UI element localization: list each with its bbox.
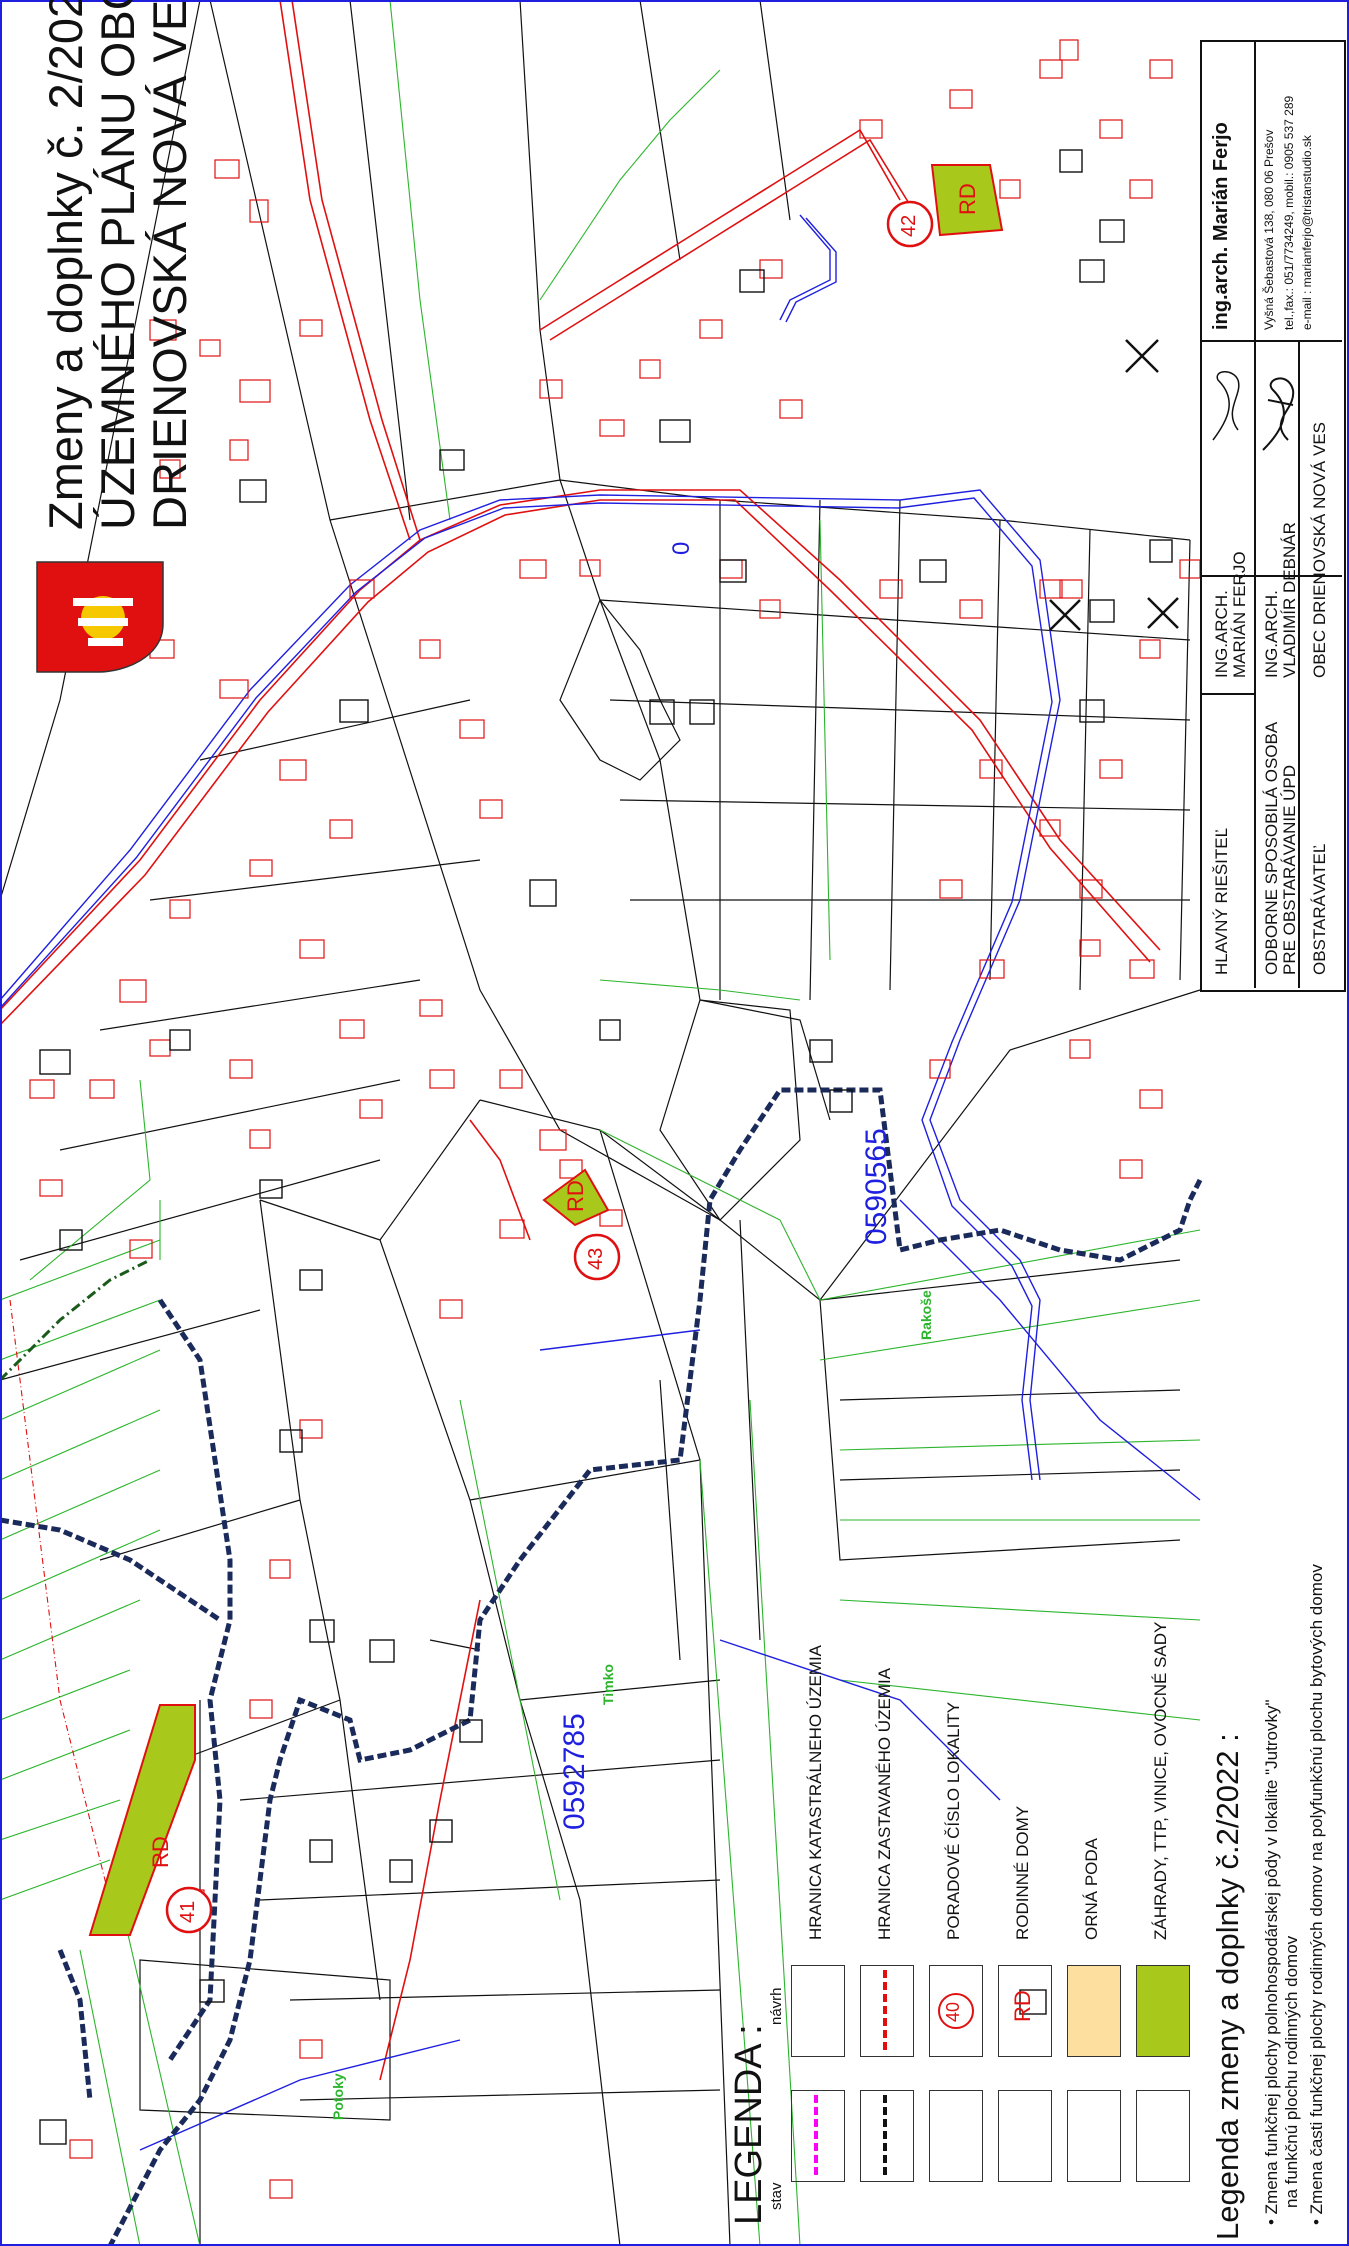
map-title-line3: DRIENOVSKÁ NOVÁ VES xyxy=(143,0,196,530)
architect-address: Vyšná Šebastová 138, 080 06 Prešov xyxy=(1262,129,1276,330)
legend-box-rd-stav xyxy=(998,2090,1052,2182)
legend-box-number-navrh xyxy=(929,1965,983,2057)
title-block-divider-2 xyxy=(1298,342,1300,988)
title-block-divider-h1 xyxy=(1200,340,1342,342)
cadastral-code-2: 0590565 xyxy=(860,1128,893,1245)
title-block xyxy=(1200,40,1346,992)
legend-label-rd: RODINNÉ DOMY xyxy=(1013,1805,1032,1940)
zero-marker: 0 xyxy=(668,541,695,555)
locality-number-41: 41 xyxy=(177,1900,199,1923)
locality-number-43: 43 xyxy=(585,1247,607,1270)
title-block-divider-h3 xyxy=(1200,693,1255,695)
legend-col-navrh: návrh xyxy=(768,1987,785,2025)
changes-title: Legenda zmeny a doplnky č.2/2022 : xyxy=(1210,1733,1245,2240)
legend-label-builtup: HRANICA ZASTAVANÉHO ÚZEMIA xyxy=(875,1667,894,1940)
role-qualified-person-2: PRE OBSTARÁVANIE ÚPD xyxy=(1280,764,1299,975)
title-block-divider-h2 xyxy=(1200,575,1255,577)
legend-box-cadastral-stav xyxy=(791,2090,845,2182)
legend-col-stav: stav xyxy=(768,2182,785,2210)
map-title-line1: Zmeny a doplnky č. 2/2022 xyxy=(39,0,92,530)
cadastral-code-1: 0592785 xyxy=(558,1713,591,1830)
role-main-designer: HLAVNÝ RIEŠITEĽ xyxy=(1212,827,1231,975)
role-procurer: OBSTARÁVATEĽ xyxy=(1310,843,1329,975)
qualified-person-name: VLADIMÍR DEBNÁR xyxy=(1280,522,1299,678)
legend-symbol-number: 40 xyxy=(943,2001,963,2022)
legend-box-number-stav xyxy=(929,2090,983,2182)
legend-label-cadastral: HRANICA KATASTRÁLNEHO ÚZEMIA xyxy=(806,1644,825,1940)
parcel-lines xyxy=(0,0,1201,2246)
road-lines xyxy=(0,0,1161,2081)
legend-box-rd-navrh xyxy=(998,1965,1052,2057)
signature-2 xyxy=(1262,377,1295,451)
legend-box-builtup-navrh xyxy=(860,1965,914,2057)
dev-area-43 xyxy=(542,1168,610,1227)
place-potoky: Potoky xyxy=(330,2073,346,2120)
dev-area-41 xyxy=(88,1704,196,1936)
qualified-person-title: ING.ARCH. xyxy=(1262,590,1281,678)
buildings xyxy=(29,39,1201,2199)
legend-box-garden-stav xyxy=(1136,2090,1190,2182)
legend-box-garden-navrh xyxy=(1136,1965,1190,2057)
change-bullet-1-line2: na funkčnú plochu rodinných domov xyxy=(1282,1935,1301,2208)
procurer-name: OBEC DRIENOVSKÁ NOVÁ VES xyxy=(1310,421,1329,678)
municipal-crest xyxy=(36,561,164,673)
green-dash-boundary xyxy=(0,1258,151,1382)
main-designer-name: MARIÁN FERJO xyxy=(1230,551,1249,678)
change-bullet-2: • Zmena časti funkčnej plochy rodinných … xyxy=(1307,1564,1326,2225)
legend-label-number: PORADOVÉ ČÍSLO LOKALITY xyxy=(944,1701,963,1940)
place-rakose: Rakoše xyxy=(918,1290,934,1340)
main-designer-title: ING.ARCH. xyxy=(1212,590,1231,678)
legend-box-arable-stav xyxy=(1067,2090,1121,2182)
legend-label-garden: ZÁHRADY, TTP, VINICE, OVOCNÉ SADY xyxy=(1151,1621,1170,1940)
cross-marks xyxy=(1049,339,1179,631)
dev-area-42 xyxy=(930,164,1004,237)
green-parcel-lines xyxy=(0,0,1201,2246)
title-block-divider-1 xyxy=(1254,40,1256,988)
architect-name: ing.arch. Marián Ferjo xyxy=(1210,122,1232,330)
territory-boundary xyxy=(0,1087,1203,2246)
role-qualified-person-1: ODBORNE SPOSOBILÁ OSOBA xyxy=(1262,721,1281,975)
legend-box-cadastral-navrh xyxy=(791,1965,845,2057)
signature-1 xyxy=(1212,371,1240,441)
locality-type-41: RD xyxy=(148,1836,173,1868)
legend-box-builtup-stav xyxy=(860,2090,914,2182)
architect-email: e-mail : marianferjo@tristanstudio.sk xyxy=(1300,135,1314,330)
title-block-top xyxy=(1200,40,1342,42)
locality-type-43: RD xyxy=(563,1180,588,1212)
change-bullet-1-line1: • Zmena funkčnej plochy polnohospodárske… xyxy=(1262,1699,1281,2225)
map-title-line2: ÚZEMNÉHO PLÁNU OBCE xyxy=(91,0,144,530)
legend-box-arable-navrh xyxy=(1067,1965,1121,2057)
black-buildings xyxy=(39,149,1173,2145)
locality-number-42: 42 xyxy=(898,214,920,237)
built-up-boundary xyxy=(9,1299,111,1901)
place-timko: Timko xyxy=(600,1664,616,1705)
locality-circles xyxy=(165,200,934,1934)
legend-title: LEGENDA : xyxy=(728,2024,770,2225)
locality-type-42: RD xyxy=(955,183,980,215)
legend-symbol-rd: RD xyxy=(1010,1990,1035,2022)
architect-contact: tel.,fax.: 051/7734249, mobil.: 0905 537… xyxy=(1282,95,1296,330)
legend-label-arable: ORNÁ PODA xyxy=(1082,1837,1101,1940)
